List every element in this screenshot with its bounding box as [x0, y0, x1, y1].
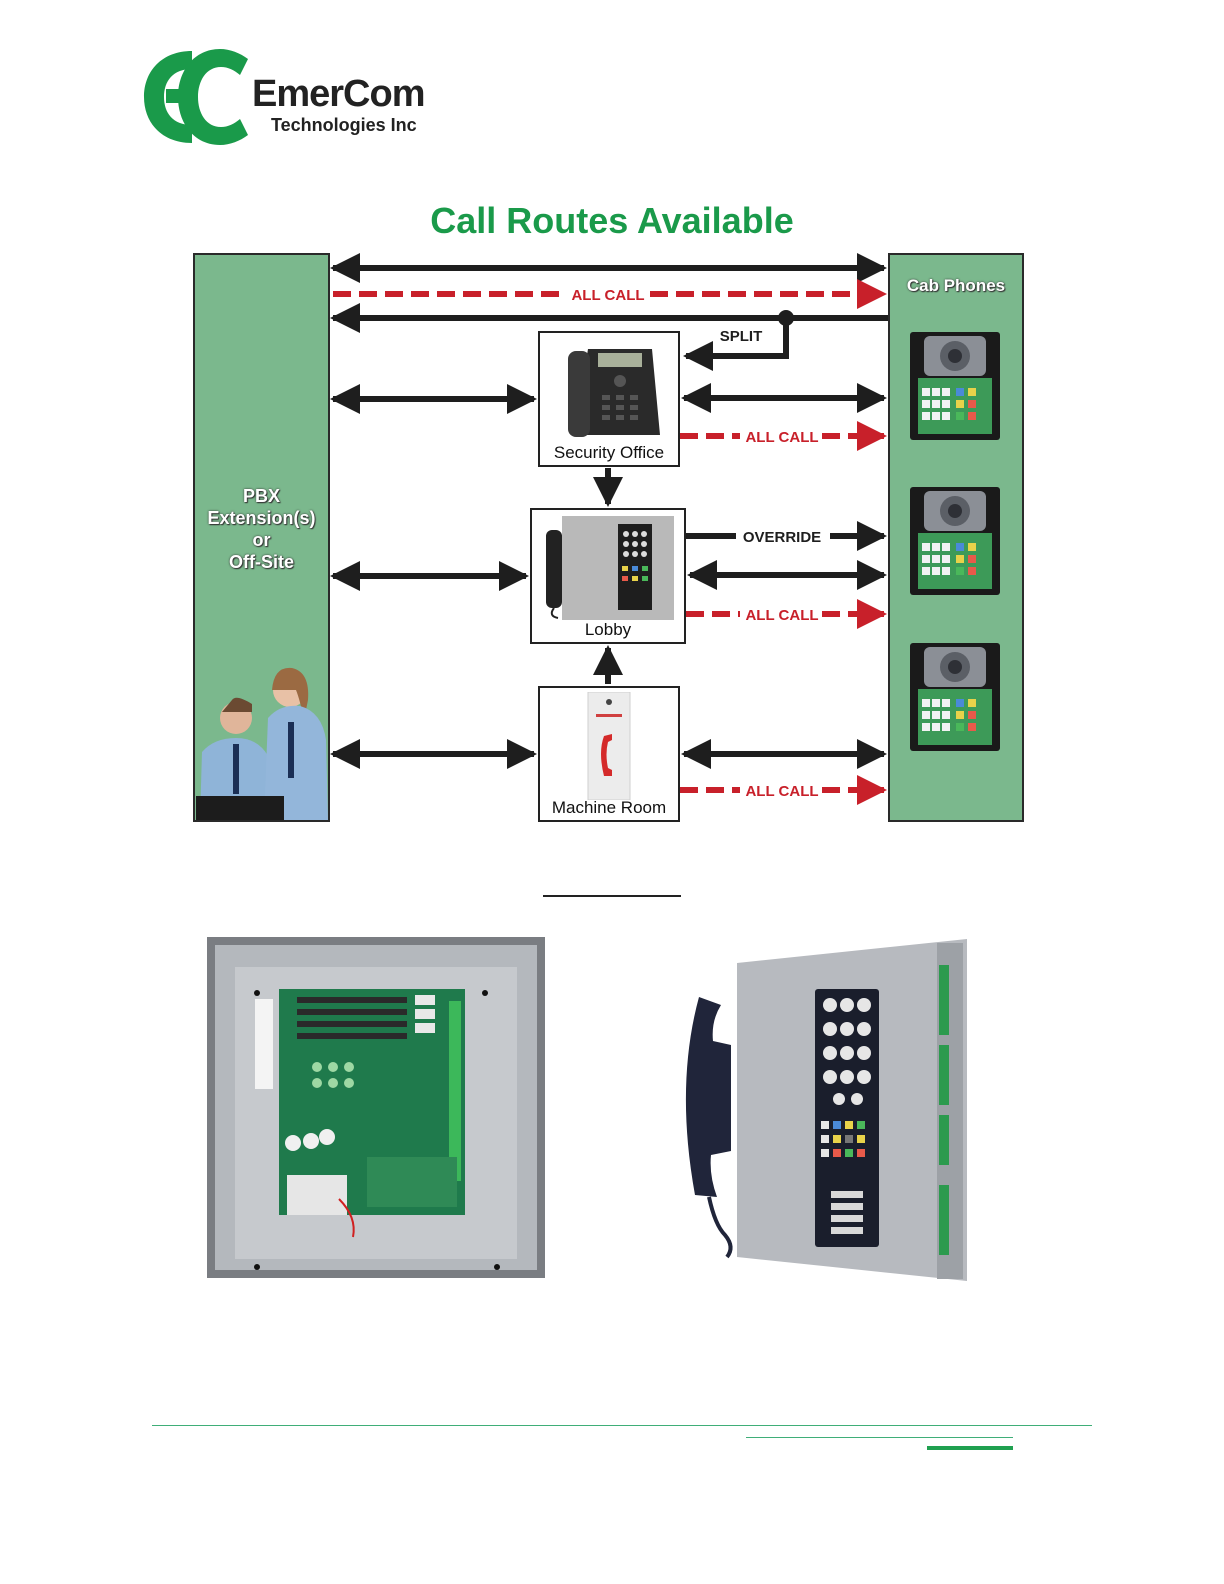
cab-phone-icon: [910, 643, 1000, 751]
cab-phone-icon: [910, 487, 1000, 595]
pbx-label-line-2: Extension(s): [193, 507, 330, 529]
security-guards-image: [195, 668, 328, 820]
pbx-label-line-3: or: [193, 529, 330, 551]
lobby-phone-photo: [665, 935, 995, 1285]
pbx-label: PBX Extension(s) or Off-Site: [193, 485, 330, 573]
footer-accent-bar: [927, 1446, 1013, 1450]
machine-room-station: Machine Room: [538, 686, 680, 822]
footer-divider-short: [746, 1437, 1013, 1438]
desk-phone-icon: [554, 339, 666, 443]
machine-room-phone-icon: [584, 692, 634, 800]
cab-phone-1: [910, 332, 1000, 440]
cab-phones-label: Cab Phones: [888, 276, 1024, 296]
cab-phone-2: [910, 487, 1000, 595]
label-all-call-machine: ALL CALL: [745, 783, 818, 800]
security-office-label: Security Office: [540, 443, 678, 463]
lobby-label: Lobby: [532, 620, 684, 640]
label-split: SPLIT: [720, 328, 763, 345]
wall-phone-icon: [542, 516, 676, 620]
label-override: OVERRIDE: [743, 529, 821, 546]
pbx-label-line-4: Off-Site: [193, 551, 330, 573]
cab-phone-icon: [910, 332, 1000, 440]
footer-divider: [152, 1425, 1092, 1426]
control-panel-photo: [207, 937, 545, 1278]
label-all-call-lobby: ALL CALL: [745, 607, 818, 624]
section-divider: [543, 895, 681, 897]
cab-phone-3: [910, 643, 1000, 751]
pbx-label-line-1: PBX: [193, 485, 330, 507]
lobby-station: Lobby: [530, 508, 686, 644]
label-all-call-top: ALL CALL: [571, 287, 644, 304]
security-office-station: Security Office: [538, 331, 680, 467]
label-all-call-security: ALL CALL: [745, 429, 818, 446]
machine-room-label: Machine Room: [540, 798, 678, 818]
